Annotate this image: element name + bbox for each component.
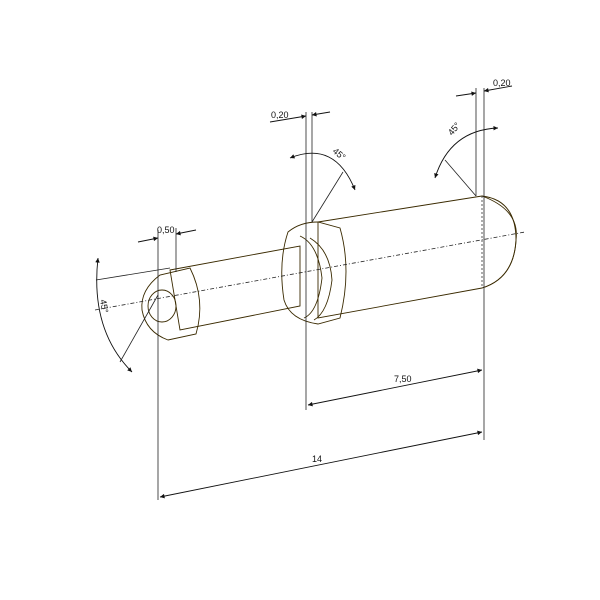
dim-total-length: 14 xyxy=(159,430,483,499)
shoulder-collar xyxy=(281,221,347,325)
small-shaft xyxy=(169,245,301,331)
dim-shoulder-gap-label: 0,20 xyxy=(271,110,289,120)
dim-tip-width-label: 0,50 xyxy=(157,225,175,235)
dim-end-gap: 0,20 xyxy=(455,78,513,97)
dim-end-angle: 45° xyxy=(434,120,499,197)
dim-tip-width: 0,50 xyxy=(137,225,197,243)
dim-total-length-label: 14 xyxy=(312,454,322,464)
dim-body-length: 7,50 xyxy=(307,368,483,407)
center-line xyxy=(94,231,526,311)
dim-body-length-label: 7,50 xyxy=(394,374,412,384)
dim-shoulder-angle: 45° xyxy=(289,146,356,223)
dim-tip-angle-label: 45° xyxy=(98,299,110,315)
dim-tip-angle: 45° xyxy=(95,257,159,373)
dim-end-gap-label: 0,20 xyxy=(493,78,511,88)
left-tip xyxy=(141,267,201,341)
dim-end-angle-label: 45° xyxy=(446,120,463,137)
main-body xyxy=(317,195,517,319)
dim-shoulder-gap: 0,20 xyxy=(269,110,331,123)
extension-lines xyxy=(95,88,485,500)
